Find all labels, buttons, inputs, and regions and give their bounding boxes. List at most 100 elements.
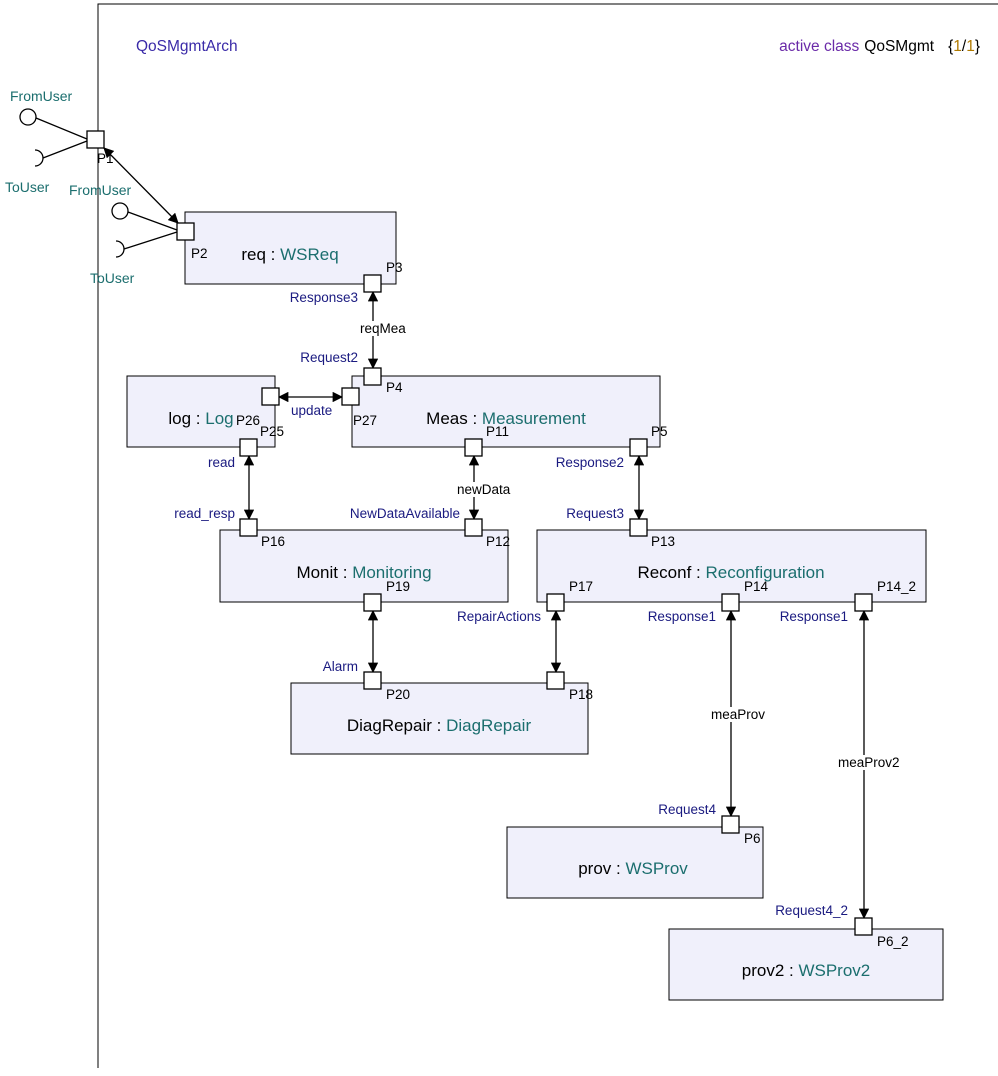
signal-label-read-resp: read_resp bbox=[174, 506, 235, 521]
interface-label-touser-2: ToUser bbox=[90, 270, 135, 286]
class-header: active class QoSMgmt {1/1} bbox=[779, 38, 980, 55]
page-brace-open: { bbox=[948, 38, 953, 55]
port-p19[interactable] bbox=[363, 593, 382, 612]
port-p27[interactable] bbox=[341, 387, 360, 406]
connector-p1-p2[interactable] bbox=[103, 147, 179, 224]
part-label-reconf: Reconf : Reconfiguration bbox=[637, 563, 824, 582]
signal-label-request3: Request3 bbox=[566, 506, 624, 521]
part-label-log: log : Log bbox=[168, 409, 233, 428]
page-total[interactable]: 1 bbox=[966, 38, 975, 55]
interface-line bbox=[35, 117, 88, 159]
port-p3[interactable] bbox=[363, 274, 382, 293]
port-p18[interactable] bbox=[546, 671, 565, 690]
port-p1[interactable] bbox=[86, 130, 105, 149]
connector-name-meaprov2: meaProv2 bbox=[838, 755, 900, 770]
diagram-title: QoSMgmtArch bbox=[136, 38, 238, 55]
interface-p2 bbox=[111, 202, 178, 258]
interface-label-fromuser-1: FromUser bbox=[10, 88, 73, 104]
port-label-p14: P14 bbox=[744, 579, 769, 594]
port-label-p18: P18 bbox=[569, 687, 593, 702]
signal-label-request4-2: Request4_2 bbox=[775, 903, 848, 918]
port-p6-2[interactable] bbox=[854, 917, 873, 936]
signal-label-response1-b: Response1 bbox=[780, 609, 848, 624]
page-current[interactable]: 1 bbox=[953, 38, 962, 55]
part-req[interactable] bbox=[184, 211, 397, 285]
connector-label-background bbox=[455, 482, 513, 497]
class-keyword: active class bbox=[779, 38, 859, 55]
part-monit[interactable] bbox=[219, 529, 509, 603]
signal-label-read: read bbox=[208, 455, 235, 470]
signal-label-response2: Response2 bbox=[556, 455, 624, 470]
interface-label-fromuser-2: FromUser bbox=[69, 182, 132, 198]
signal-label-newdataavailable: NewDataAvailable bbox=[350, 506, 460, 521]
required-interface-icon bbox=[115, 240, 125, 258]
port-label-p20: P20 bbox=[386, 687, 410, 702]
part-prov2[interactable] bbox=[668, 928, 944, 1001]
port-p16[interactable] bbox=[239, 518, 258, 537]
connector-name-meaprov: meaProv bbox=[711, 707, 765, 722]
part-label-req: req : WSReq bbox=[241, 245, 338, 264]
interface-line bbox=[123, 211, 178, 250]
signal-label-request4: Request4 bbox=[658, 802, 716, 817]
part-label-prov2: prov2 : WSProv2 bbox=[742, 961, 871, 980]
port-p14[interactable] bbox=[721, 593, 740, 612]
port-p14-2[interactable] bbox=[854, 593, 873, 612]
interface-label-touser-1: ToUser bbox=[5, 179, 50, 195]
port-label-p26: P26 bbox=[236, 413, 260, 428]
port-p25[interactable] bbox=[239, 438, 258, 457]
interface-p1 bbox=[19, 108, 88, 167]
part-label-monit: Monit : Monitoring bbox=[296, 563, 431, 582]
connector-label-background bbox=[358, 321, 409, 336]
part-reconf[interactable] bbox=[536, 529, 927, 603]
port-label-p3: P3 bbox=[386, 260, 403, 275]
port-label-p11: P11 bbox=[486, 424, 509, 439]
port-p2[interactable] bbox=[176, 222, 195, 241]
port-label-p4: P4 bbox=[386, 380, 403, 395]
part-prov[interactable] bbox=[506, 826, 764, 899]
provided-interface-icon bbox=[19, 108, 37, 126]
part-label-prov: prov : WSProv bbox=[578, 859, 688, 878]
port-label-p12: P12 bbox=[486, 534, 510, 549]
port-p17[interactable] bbox=[546, 593, 565, 612]
signal-label-response1-a: Response1 bbox=[648, 609, 716, 624]
page-separator: / bbox=[962, 38, 967, 55]
port-p26[interactable] bbox=[261, 387, 280, 406]
connector-name-reqmea: reqMea bbox=[360, 321, 406, 336]
signal-label-response3: Response3 bbox=[290, 290, 358, 305]
required-interface-icon bbox=[34, 149, 44, 167]
port-p13[interactable] bbox=[629, 518, 648, 537]
port-label-p2: P2 bbox=[191, 246, 208, 261]
port-p12[interactable] bbox=[464, 518, 483, 537]
port-label-p19: P19 bbox=[386, 579, 410, 594]
port-label-p25: P25 bbox=[260, 424, 284, 439]
port-p20[interactable] bbox=[363, 671, 382, 690]
port-p11[interactable] bbox=[464, 438, 483, 457]
page-brace-close: } bbox=[975, 38, 980, 55]
signal-label-update: update bbox=[291, 403, 332, 418]
provided-interface-icon bbox=[111, 202, 129, 220]
diagram-frame bbox=[97, 3, 998, 1068]
port-label-p17: P17 bbox=[569, 579, 593, 594]
port-label-p27: P27 bbox=[353, 413, 377, 428]
part-log[interactable] bbox=[126, 375, 276, 448]
port-label-p1: P1 bbox=[97, 151, 114, 166]
part-label-meas: Meas : Measurement bbox=[426, 409, 586, 428]
port-label-p5: P5 bbox=[651, 424, 668, 439]
class-name: QoSMgmt bbox=[864, 38, 934, 55]
signal-label-request2: Request2 bbox=[300, 350, 358, 365]
part-diagrepair[interactable] bbox=[290, 682, 589, 755]
port-p6[interactable] bbox=[721, 815, 740, 834]
port-p5[interactable] bbox=[629, 438, 648, 457]
port-p4[interactable] bbox=[363, 367, 382, 386]
port-label-p6: P6 bbox=[744, 831, 761, 846]
connector-label-background bbox=[709, 707, 768, 722]
port-label-p6-2: P6_2 bbox=[877, 934, 909, 949]
signal-label-alarm: Alarm bbox=[323, 659, 358, 674]
part-meas[interactable] bbox=[351, 375, 661, 448]
signal-label-repairactions: RepairActions bbox=[457, 609, 541, 624]
connector-name-newdata: newData bbox=[457, 482, 511, 497]
part-label-diagrepair: DiagRepair : DiagRepair bbox=[347, 716, 532, 735]
port-label-p14-2: P14_2 bbox=[877, 579, 916, 594]
connector-label-background bbox=[836, 755, 902, 770]
